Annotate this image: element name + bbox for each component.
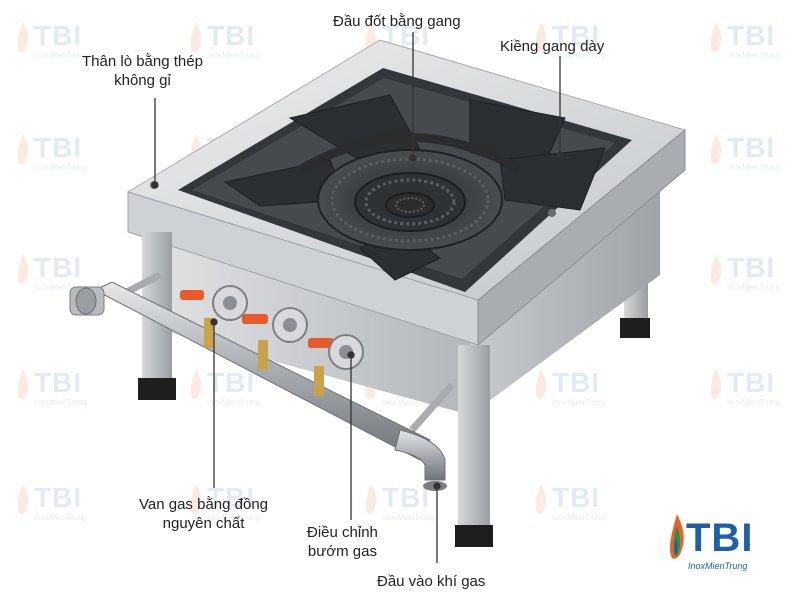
- watermark-text: TBI: [552, 367, 601, 398]
- watermark-text: TBI: [727, 132, 776, 163]
- logo-text: TBI: [686, 516, 754, 560]
- watermark-subtext: InoxMienTrung: [552, 513, 606, 522]
- watermark-flame-icon: [535, 22, 547, 53]
- air-shutters: [212, 285, 364, 370]
- watermark-subtext: InoxMienTrung: [207, 51, 261, 60]
- watermark-flame-icon: [17, 484, 29, 515]
- watermark-subtext: InoxMienTrung: [552, 398, 606, 407]
- grate-label: Kiềng gang dày: [500, 38, 605, 55]
- watermark-text: TBI: [34, 20, 83, 51]
- watermark-subtext: InoxMienTrung: [34, 163, 88, 172]
- watermark-flame-icon: [365, 484, 377, 515]
- watermark-text: TBI: [727, 252, 776, 283]
- tbi-logo: TBI InoxMienTrung: [668, 512, 768, 574]
- watermark-subtext: InoxMienTrung: [382, 398, 436, 407]
- body-label-line2: không gỉ: [114, 72, 171, 89]
- watermark-text: TBI: [552, 20, 601, 51]
- watermark-flame-icon: [17, 254, 29, 285]
- watermark-subtext: InoxMienTrung: [552, 51, 606, 60]
- watermark-text: TBI: [207, 482, 256, 513]
- watermark-text: TBI: [727, 367, 776, 398]
- watermark-flame-icon: [710, 254, 722, 285]
- burner-head: [317, 149, 503, 251]
- watermark-flame-icon: [535, 484, 547, 515]
- watermark-subtext: InoxMienTrung: [727, 398, 781, 407]
- watermark-subtext: InoxMienTrung: [727, 51, 781, 60]
- watermark-text: TBI: [34, 482, 83, 513]
- watermark-text: TBI: [34, 132, 83, 163]
- callout-lines: [151, 32, 564, 563]
- watermark-flame-icon: [710, 22, 722, 53]
- valve-label-line2: nguyên chất: [162, 515, 245, 532]
- watermark-text: TBI: [382, 482, 431, 513]
- watermark-subtext: InoxMienTrung: [34, 51, 88, 60]
- flame-icon: [669, 514, 684, 559]
- watermark-flame-icon: [535, 369, 547, 400]
- inlet-label: Đầu vào khí gas: [377, 573, 486, 590]
- watermark-subtext: InoxMienTrung: [34, 283, 88, 292]
- watermark-flame-icon: [17, 134, 29, 165]
- body-label: Thân lò bằng thép không gỉ: [82, 52, 203, 90]
- watermark-subtext: InoxMienTrung: [34, 398, 88, 407]
- watermark-flame-icon: [190, 22, 202, 53]
- watermark-flame-icon: [190, 484, 202, 515]
- watermark-text: TBI: [207, 20, 256, 51]
- cast-iron-grate: [223, 94, 606, 281]
- watermark-subtext: InoxMienTrung: [207, 398, 261, 407]
- body-label-line1: Thân lò bằng thép: [82, 53, 203, 70]
- burner-head-label: Đầu đốt bằng gang: [333, 13, 461, 30]
- watermark-subtext: InoxMienTrung: [382, 513, 436, 522]
- watermark-subtext: InoxMienTrung: [727, 283, 781, 292]
- watermark-flame-icon: [710, 134, 722, 165]
- watermark-subtext: InoxMienTrung: [727, 163, 781, 172]
- watermark-text: TBI: [552, 482, 601, 513]
- adjust-label: Điều chỉnh bướm gas: [307, 523, 378, 561]
- watermark-flame-icon: [710, 369, 722, 400]
- valve-label-line1: Van gas bằng đồng: [139, 496, 269, 513]
- logo-subtext: InoxMienTrung: [688, 561, 748, 571]
- watermark-subtext: InoxMienTrung: [207, 513, 261, 522]
- watermark-text: TBI: [34, 252, 83, 283]
- valve-label: Van gas bằng đồng nguyên chất: [139, 495, 268, 533]
- watermark-text: TBI: [207, 367, 256, 398]
- gas-manifold-pipe: [69, 281, 447, 491]
- watermark-flame-icon: [17, 22, 29, 53]
- watermark-text: TBI: [34, 367, 83, 398]
- brass-gas-valves: [180, 290, 334, 396]
- adjust-label-line1: Điều chỉnh: [307, 524, 378, 541]
- watermark-flame-icon: [17, 369, 29, 400]
- watermark-subtext: InoxMienTrung: [34, 513, 88, 522]
- watermark-flame-icon: [190, 369, 202, 400]
- adjust-label-line2: bướm gas: [307, 543, 377, 560]
- watermark-text: TBI: [727, 20, 776, 51]
